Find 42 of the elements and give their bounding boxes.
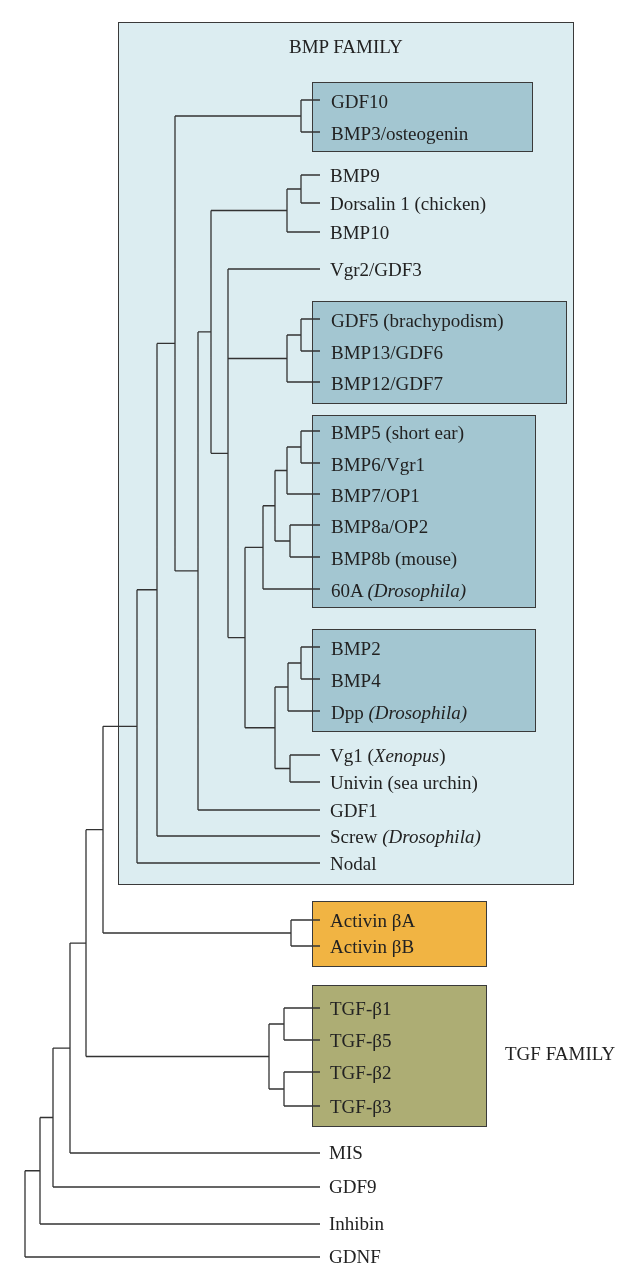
gene-label: BMP10 [330,221,390,245]
gene-label: Univin (sea urchin) [330,771,478,795]
family-box [118,22,574,885]
gene-label: TGF-β2 [330,1061,392,1085]
gene-label: BMP9 [330,164,380,188]
family-label: TGF FAMILY [505,1042,616,1066]
clade-box [312,301,567,404]
gene-label: BMP7/OP1 [331,484,420,508]
gene-label: MIS [329,1141,363,1165]
gene-label: BMP3/osteogenin [331,122,469,146]
gene-label: Vg1 (Xenopus) [330,744,446,768]
gene-label: GDF10 [331,90,388,114]
gene-label: Screw (Drosophila) [330,825,481,849]
gene-label: BMP13/GDF6 [331,341,443,365]
gene-label: BMP2 [331,637,381,661]
clade-box [312,629,536,732]
clade-box [312,415,536,608]
gene-label: TGF-β5 [330,1029,392,1053]
gene-label: BMP5 (short ear) [331,421,464,445]
clade-box [312,985,487,1127]
gene-label: BMP6/Vgr1 [331,453,425,477]
gene-label: 60A (Drosophila) [331,579,466,603]
gene-label: GDF5 (brachypodism) [331,309,504,333]
gene-label: GDNF [329,1245,381,1268]
gene-label: BMP4 [331,669,381,693]
gene-label: GDF9 [329,1175,377,1199]
gene-label: BMP8b (mouse) [331,547,458,571]
gene-label: Dorsalin 1 (chicken) [330,192,487,216]
gene-label: BMP12/GDF7 [331,372,443,396]
gene-label: Inhibin [329,1212,384,1236]
gene-label: Activin βB [330,935,415,959]
gene-label: Vgr2/GDF3 [330,258,422,282]
clade-box [312,82,533,152]
gene-label: Nodal [330,852,377,876]
family-title: BMP FAMILY [289,35,403,59]
gene-label: Dpp (Drosophila) [331,701,467,725]
gene-label: TGF-β3 [330,1095,392,1119]
clade-box [312,901,487,967]
gene-label: TGF-β1 [330,997,392,1021]
gene-label: Activin βA [330,909,416,933]
gene-label: BMP8a/OP2 [331,515,429,539]
gene-label: GDF1 [330,799,378,823]
